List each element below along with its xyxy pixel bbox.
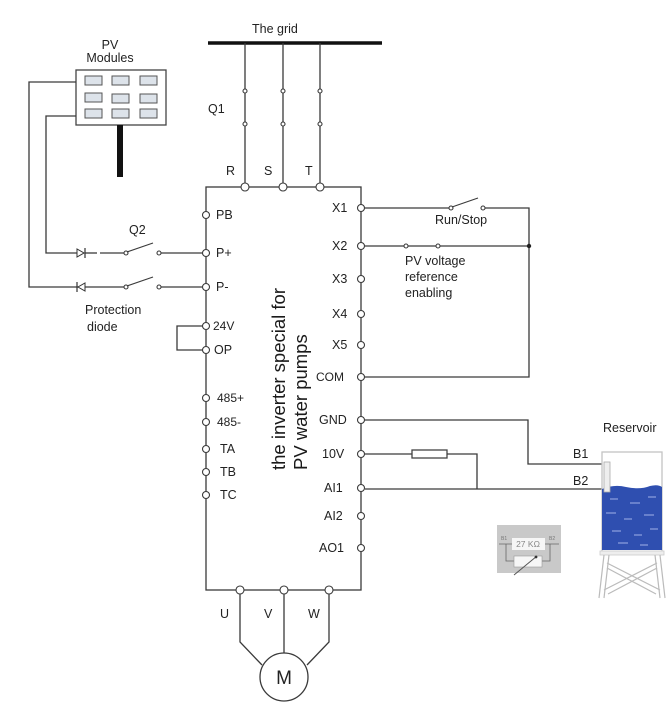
svg-text:TB: TB (220, 465, 236, 479)
svg-text:24V: 24V (213, 319, 234, 333)
sensor-inset: 27 KΩ B1 B2 (497, 525, 561, 576)
inset-resistance-label: 27 KΩ (516, 539, 540, 549)
protection-diode-label-2: diode (87, 320, 118, 334)
pv-voltage-enable-link: PV voltage reference enabling (365, 243, 532, 300)
svg-text:enabling: enabling (405, 286, 452, 300)
pv-cells (84, 75, 158, 119)
svg-text:TC: TC (220, 488, 237, 502)
svg-text:X2: X2 (332, 239, 347, 253)
svg-text:AI1: AI1 (324, 481, 343, 495)
jumper-24v-op (176, 325, 203, 351)
svg-text:P-: P- (216, 280, 229, 294)
protection-diode-negative (76, 282, 125, 292)
right-terminals: X1 X2 X3 X4 X5 COM GND 10V AI1 AI2 AO1 (316, 201, 366, 555)
svg-text:reference: reference (405, 270, 458, 284)
resistor (411, 449, 448, 459)
reservoir-label: Reservoir (603, 421, 657, 435)
terminal-r (240, 182, 250, 192)
breaker-q2: Q2 (123, 223, 202, 290)
protection-diode-positive (76, 248, 125, 258)
svg-text:AI2: AI2 (324, 509, 343, 523)
svg-text:PB: PB (216, 208, 233, 222)
phase-label-v: V (264, 607, 273, 621)
inverter-title: the inverter special for PV water pumps (268, 288, 311, 470)
left-terminals: PB P+ P- 24V OP 485+ 485- TA TB TC (201, 208, 244, 502)
svg-text:AO1: AO1 (319, 541, 344, 555)
svg-text:PV: PV (102, 38, 119, 52)
terminal-u (235, 585, 245, 595)
run-stop-switch: Run/Stop (365, 197, 530, 378)
svg-text:B2: B2 (549, 536, 555, 542)
terminal-v (279, 585, 289, 595)
level-sensor-wiring: B1 B2 (365, 419, 602, 490)
svg-text:Modules: Modules (86, 51, 133, 65)
water (602, 485, 662, 550)
motor (259, 652, 309, 702)
pv-voltage-label: PV voltage (405, 254, 466, 268)
terminal-t (315, 182, 325, 192)
svg-text:485-: 485- (217, 415, 241, 429)
svg-text:COM: COM (316, 370, 344, 384)
breaker-q1: Q1 (208, 43, 323, 187)
motor-label: M (276, 668, 292, 689)
phase-label-r: R (226, 164, 235, 178)
level-probe (603, 461, 611, 493)
svg-text:B1: B1 (501, 536, 507, 542)
svg-text:X3: X3 (332, 272, 347, 286)
protection-diode-label: Protection (85, 303, 141, 317)
reservoir: Reservoir (598, 421, 666, 599)
phase-label-s: S (264, 164, 272, 178)
svg-text:10V: 10V (322, 447, 345, 461)
pv-modules: PV Modules (75, 38, 167, 177)
svg-text:P+: P+ (216, 246, 232, 260)
svg-text:X1: X1 (332, 201, 347, 215)
svg-text:X4: X4 (332, 307, 347, 321)
motor-output: U V W M (220, 585, 334, 702)
probe-b2-label: B2 (573, 474, 588, 488)
svg-text:X5: X5 (332, 338, 347, 352)
terminal-w (324, 585, 334, 595)
run-stop-label: Run/Stop (435, 213, 487, 227)
svg-text:PV water pumps: PV water pumps (290, 334, 311, 470)
svg-text:485+: 485+ (217, 391, 244, 405)
grid-label: The grid (252, 22, 298, 36)
q2-label: Q2 (129, 223, 146, 237)
phase-label-u: U (220, 607, 229, 621)
grid-bus: The grid (208, 22, 382, 45)
q1-label: Q1 (208, 102, 225, 116)
terminal-s (278, 182, 288, 192)
svg-text:TA: TA (220, 442, 236, 456)
svg-text:OP: OP (214, 343, 232, 357)
phase-label-t: T (305, 164, 313, 178)
pv-mount-pole (117, 125, 123, 177)
svg-text:GND: GND (319, 413, 347, 427)
reservoir-stand (598, 554, 666, 599)
phase-label-w: W (308, 607, 320, 621)
probe-b1-label: B1 (573, 447, 588, 461)
svg-text:the inverter special for: the inverter special for (268, 288, 289, 470)
